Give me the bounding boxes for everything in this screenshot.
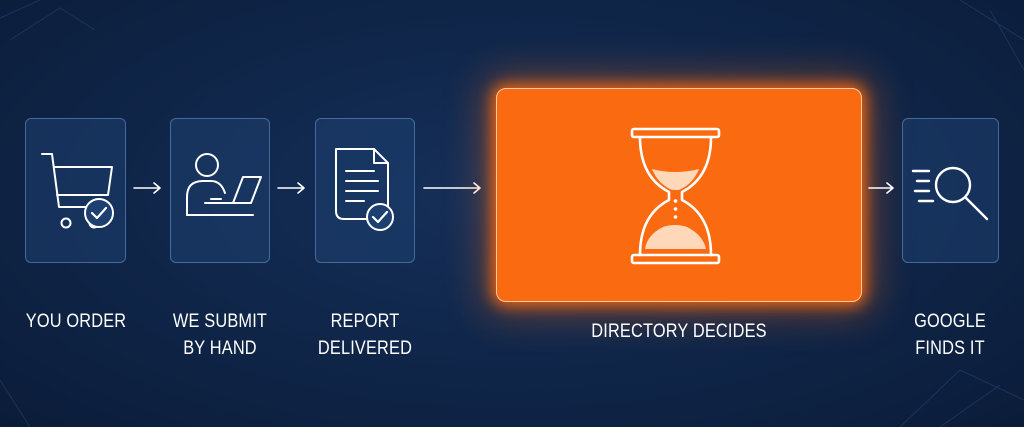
shopping-cart-check-icon (41, 153, 114, 229)
person-laptop-icon (186, 153, 262, 216)
arrow-right-icon (133, 182, 161, 194)
label-line: WE SUBMIT (172, 311, 268, 332)
step-label: REPORT DELIVERED (313, 308, 416, 362)
arrow-right-icon (277, 182, 305, 194)
search-magnifier-icon (911, 166, 989, 221)
step-we-submit-box (170, 118, 270, 263)
label-line: REPORT (330, 311, 400, 332)
label-line: FINDS IT (915, 338, 985, 359)
label-line: DIRECTORY DECIDES (591, 321, 767, 342)
arrow-right-icon (423, 182, 481, 194)
hourglass-icon (630, 127, 721, 265)
label-line: GOOGLE (914, 311, 986, 332)
label-line: YOU ORDER (25, 311, 127, 332)
step-label: YOU ORDER (24, 308, 127, 335)
label-line: BY HAND (183, 338, 257, 359)
step-directory-decides-box (496, 88, 862, 302)
step-google-finds-it-box (902, 118, 999, 263)
step-label: WE SUBMIT BY HAND (168, 308, 271, 362)
step-report-delivered-box (315, 118, 415, 263)
document-check-icon (335, 148, 394, 231)
step-you-order-box (25, 118, 126, 263)
arrow-right-icon (868, 182, 894, 194)
label-line: DELIVERED (317, 338, 413, 359)
step-label: GOOGLE FINDS IT (898, 308, 1001, 362)
step-label: DIRECTORY DECIDES (559, 318, 800, 345)
